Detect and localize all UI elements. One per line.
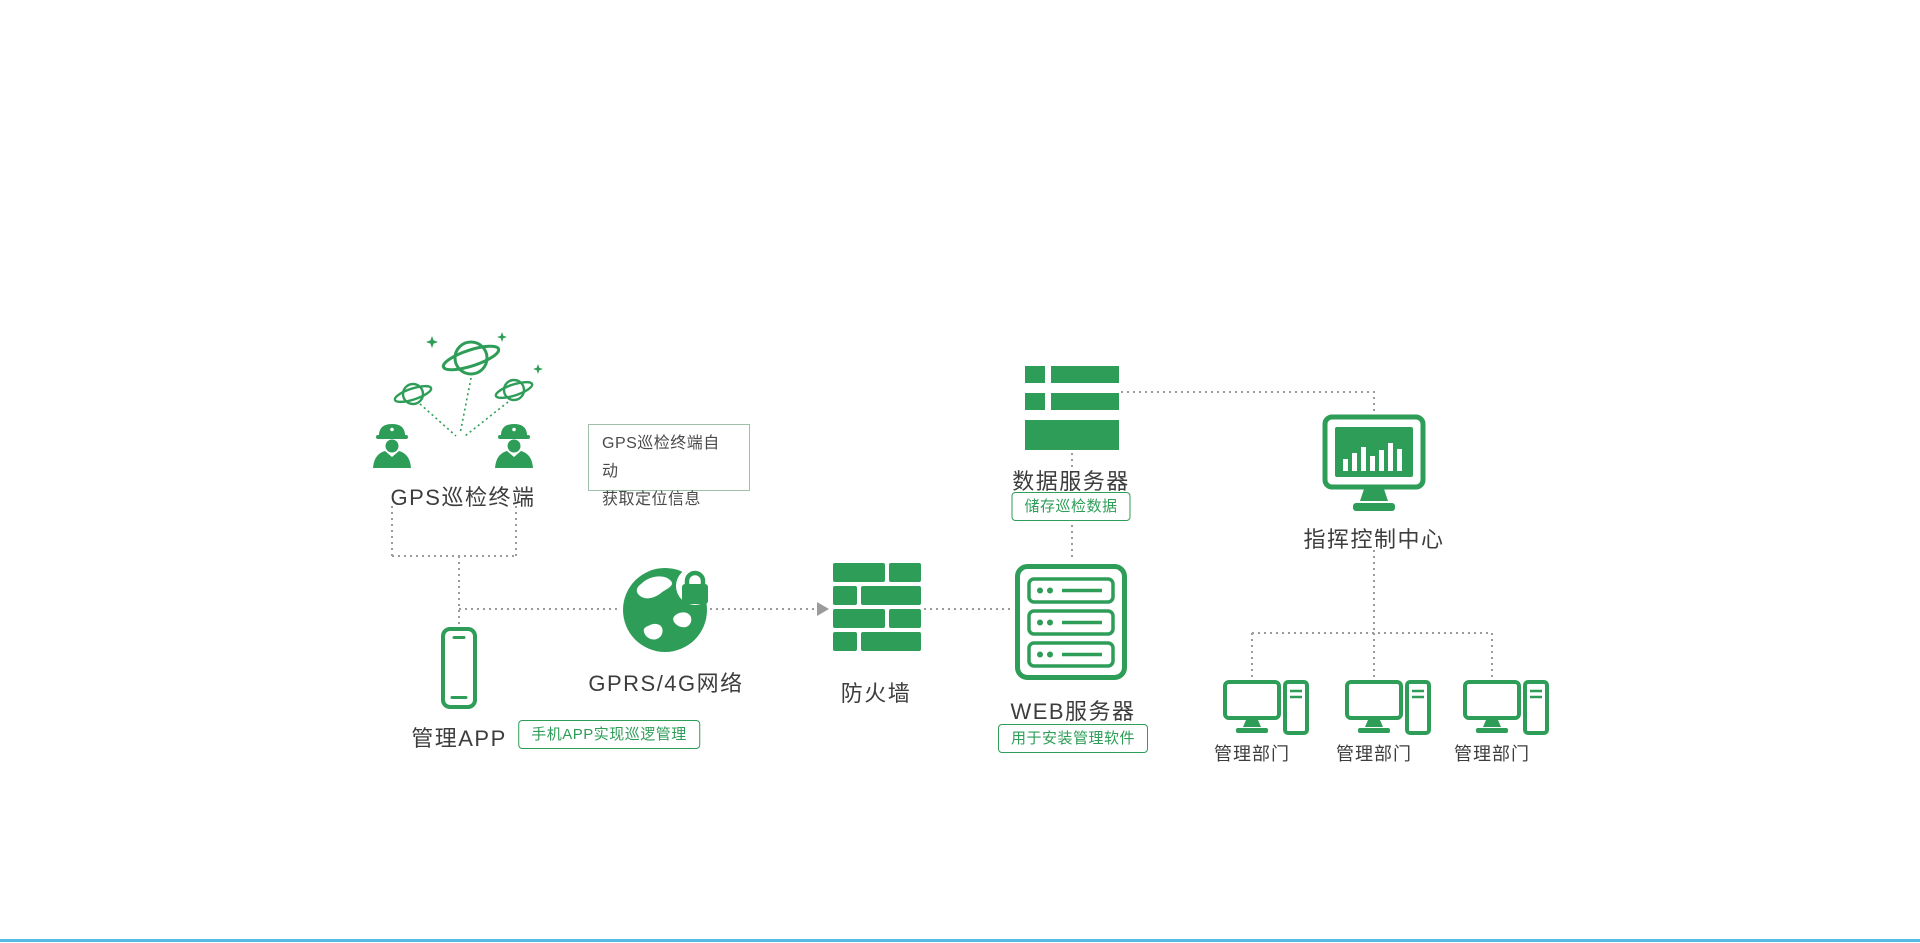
department-label: 管理部门 [1214, 744, 1290, 764]
workstation-icon [1463, 680, 1549, 735]
web-server-icon [1015, 564, 1127, 680]
guard-icon [373, 424, 411, 468]
guard-icon [495, 424, 533, 468]
sparkle-icon [497, 332, 507, 342]
connector [1121, 391, 1375, 411]
callout-line-1: GPS巡检终端自动 [602, 435, 720, 480]
firewall-icon [833, 563, 921, 651]
callout-line-2: 获取定位信息 [602, 491, 702, 508]
gps-callout-box: GPS巡检终端自动 获取定位信息 [588, 424, 750, 508]
phone-icon [441, 627, 477, 709]
sparkle-icon [426, 336, 438, 348]
firewall-label: 防火墙 [840, 681, 912, 706]
lock-body-icon [682, 584, 708, 604]
department-label: 管理部门 [1336, 744, 1412, 764]
gps-satellite-guards-icon [373, 332, 543, 468]
workstation-icon [1223, 680, 1309, 735]
workstation-icon [1345, 680, 1431, 735]
footer-accent-line [0, 939, 1920, 942]
monitor-chart-icon [1322, 414, 1426, 511]
arrowhead-icon [817, 602, 829, 616]
web-server-note: 用于安装管理软件 [997, 724, 1149, 753]
management-app-label: 管理APP [411, 726, 507, 751]
lock-shackle-icon [684, 570, 706, 585]
gps-terminal-label: GPS巡检终端 [390, 485, 536, 510]
network-label: GPRS/4G网络 [588, 671, 744, 696]
data-server-label: 数据服务器 [1012, 469, 1130, 494]
data-server-icon [1025, 366, 1119, 450]
sparkle-icon [533, 364, 543, 374]
globe-lock-icon [623, 567, 712, 652]
data-server-note: 储存巡检数据 [1011, 492, 1131, 521]
management-app-note: 手机APP实现巡逻管理 [518, 720, 700, 749]
web-server-label: WEB服务器 [1010, 699, 1136, 724]
command-center-label: 指挥控制中心 [1303, 527, 1445, 552]
department-label: 管理部门 [1454, 744, 1530, 764]
